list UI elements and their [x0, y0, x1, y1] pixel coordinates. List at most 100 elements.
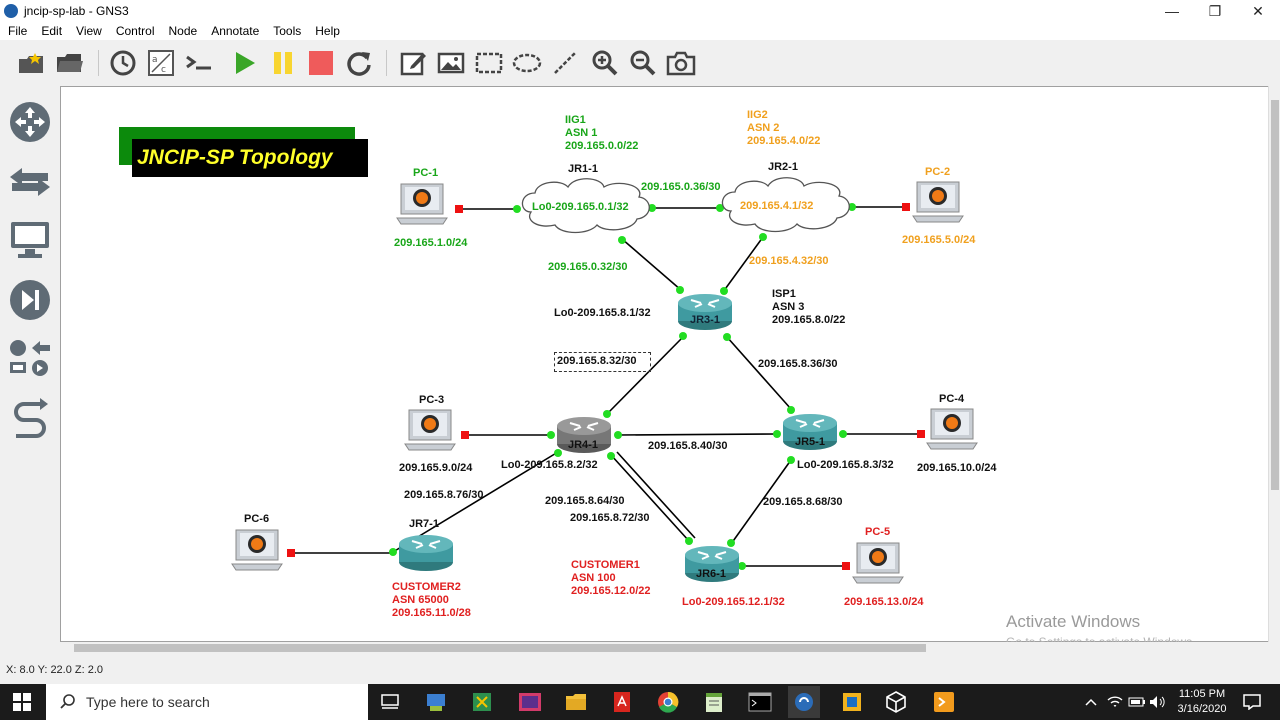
insert-picture-icon[interactable]: [436, 48, 466, 78]
pc4-net[interactable]: 209.165.10.0/24: [917, 462, 997, 474]
minimize-button[interactable]: —: [1165, 3, 1179, 19]
menu-control[interactable]: Control: [115, 24, 155, 38]
menu-node[interactable]: Node: [168, 24, 198, 38]
topology-canvas[interactable]: JNCIP-SP Topology: [60, 86, 1270, 642]
menu-tools[interactable]: Tools: [273, 24, 302, 38]
end-devices-icon[interactable]: [8, 218, 52, 262]
menu-help[interactable]: Help: [315, 24, 340, 38]
all-devices-icon[interactable]: [8, 336, 52, 380]
console-icon[interactable]: [184, 48, 214, 78]
link-label-jr3-jr5[interactable]: 209.165.8.36/30: [758, 358, 838, 370]
zoom-in-icon[interactable]: [590, 48, 620, 78]
jr1-lo[interactable]: Lo0-209.165.0.1/32: [532, 201, 629, 213]
iig1-annotation[interactable]: IIG1 ASN 1 209.165.0.0/22: [565, 114, 638, 153]
customer1-annotation[interactable]: CUSTOMER1 ASN 100 209.165.12.0/22: [571, 559, 651, 598]
outlook-icon[interactable]: [836, 688, 868, 716]
open-folder-icon[interactable]: [54, 48, 84, 78]
draw-rectangle-icon[interactable]: [474, 48, 504, 78]
notepad-icon[interactable]: [698, 688, 730, 716]
jr3-name[interactable]: JR3-1: [690, 314, 720, 326]
volume-icon[interactable]: [1148, 688, 1168, 716]
taskbar-search-box[interactable]: Type here to search: [46, 684, 368, 720]
jr1-name[interactable]: JR1-1: [568, 163, 598, 175]
jr2-name[interactable]: JR2-1: [768, 161, 798, 173]
jr6-lo[interactable]: Lo0-209.165.12.1/32: [682, 596, 785, 608]
link-label-jr3-jr4[interactable]: 209.165.8.32/30: [557, 355, 637, 367]
file-explorer-icon[interactable]: [560, 688, 592, 716]
iig2-annotation[interactable]: IIG2 ASN 2 209.165.4.0/22: [747, 109, 820, 148]
jr7-name[interactable]: JR7-1: [409, 518, 439, 530]
vertical-scroll-thumb[interactable]: [1271, 100, 1279, 490]
link-label-jr4-jr7[interactable]: 209.165.8.76/30: [404, 489, 484, 501]
new-project-icon[interactable]: [16, 48, 46, 78]
link-label-jr4-jr5[interactable]: 209.165.8.40/30: [648, 440, 728, 452]
jr3-lo[interactable]: Lo0-209.165.8.1/32: [554, 307, 651, 319]
notification-icon[interactable]: [1240, 688, 1264, 716]
snapshot-clock-icon[interactable]: [108, 48, 138, 78]
pc3-net[interactable]: 209.165.9.0/24: [399, 462, 473, 474]
customer2-annotation[interactable]: CUSTOMER2 ASN 65000 209.165.11.0/28: [392, 581, 471, 620]
add-link-icon[interactable]: [8, 396, 52, 440]
link-label-jr1-jr2[interactable]: 209.165.0.36/30: [641, 181, 721, 193]
link-label-jr4-jr6-b[interactable]: 209.165.8.72/30: [570, 512, 650, 524]
jr4-lo[interactable]: Lo0-209.165.8.2/32: [501, 459, 598, 471]
excel-like-icon[interactable]: [466, 688, 498, 716]
horizontal-scroll-thumb[interactable]: [74, 644, 926, 652]
start-all-icon[interactable]: [230, 48, 260, 78]
draw-ellipse-icon[interactable]: [512, 48, 542, 78]
routers-icon[interactable]: [8, 100, 52, 144]
selection-box[interactable]: [554, 352, 651, 372]
menu-view[interactable]: View: [76, 24, 102, 38]
virtualbox-icon[interactable]: [880, 688, 912, 716]
horizontal-scrollbar[interactable]: [60, 642, 1268, 654]
switches-icon[interactable]: [8, 160, 52, 204]
add-note-icon[interactable]: [398, 48, 428, 78]
winbox-icon[interactable]: [514, 688, 546, 716]
pc5-net[interactable]: 209.165.13.0/24: [844, 596, 924, 608]
link-label-jr4-jr6-a[interactable]: 209.165.8.64/30: [545, 495, 625, 507]
battery-icon[interactable]: [1126, 688, 1148, 716]
link-label-jr2-jr3[interactable]: 209.165.4.32/30: [749, 255, 829, 267]
menu-edit[interactable]: Edit: [41, 24, 63, 38]
windows-start-icon[interactable]: [6, 688, 38, 716]
isp1-annotation[interactable]: ISP1 ASN 3 209.165.8.0/22: [772, 288, 845, 327]
jr6-name[interactable]: JR6-1: [696, 568, 726, 580]
security-devices-icon[interactable]: [8, 278, 52, 322]
link-label-jr5-jr6[interactable]: 209.165.8.68/30: [763, 496, 843, 508]
close-button[interactable]: ✕: [1252, 2, 1264, 19]
restore-button[interactable]: ❐: [1208, 2, 1222, 19]
jr4-name[interactable]: JR4-1: [568, 439, 598, 451]
menu-annotate[interactable]: Annotate: [211, 24, 260, 38]
network-app-icon[interactable]: [420, 688, 452, 716]
terminal-icon[interactable]: [744, 688, 776, 716]
screenshot-icon[interactable]: [666, 48, 696, 78]
suspend-all-icon[interactable]: [268, 48, 298, 78]
gns3-icon[interactable]: [788, 686, 820, 718]
task-view-icon[interactable]: [374, 688, 406, 716]
pc3-name[interactable]: PC-3: [419, 394, 445, 406]
pdf-reader-icon[interactable]: [606, 688, 638, 716]
topology-title[interactable]: JNCIP-SP Topology: [132, 139, 368, 177]
show-hidden-icons[interactable]: [1082, 688, 1100, 716]
pc1-net[interactable]: 209.165.1.0/24: [394, 237, 468, 249]
vertical-scrollbar[interactable]: [1268, 86, 1280, 642]
taskbar-clock[interactable]: 11:05 PM 3/16/2020: [1168, 687, 1236, 717]
pc4-name[interactable]: PC-4: [939, 393, 965, 405]
putty-icon[interactable]: [928, 688, 960, 716]
jr2-lo[interactable]: 209.165.4.1/32: [740, 200, 814, 212]
pc1-name[interactable]: PC-1: [413, 167, 439, 179]
pc6-name[interactable]: PC-6: [244, 513, 270, 525]
jr5-name[interactable]: JR5-1: [795, 436, 825, 448]
stop-all-icon[interactable]: [306, 48, 336, 78]
menu-file[interactable]: File: [8, 24, 28, 38]
wifi-icon[interactable]: [1104, 688, 1126, 716]
draw-line-icon[interactable]: [550, 48, 580, 78]
link-label-jr1-jr3[interactable]: 209.165.0.32/30: [548, 261, 628, 273]
pc2-net[interactable]: 209.165.5.0/24: [902, 234, 976, 246]
pc2-name[interactable]: PC-2: [925, 166, 951, 178]
zoom-out-icon[interactable]: [628, 48, 658, 78]
reload-icon[interactable]: [344, 48, 374, 78]
pc5-name[interactable]: PC-5: [865, 526, 891, 538]
jr5-lo[interactable]: Lo0-209.165.8.3/32: [797, 459, 894, 471]
